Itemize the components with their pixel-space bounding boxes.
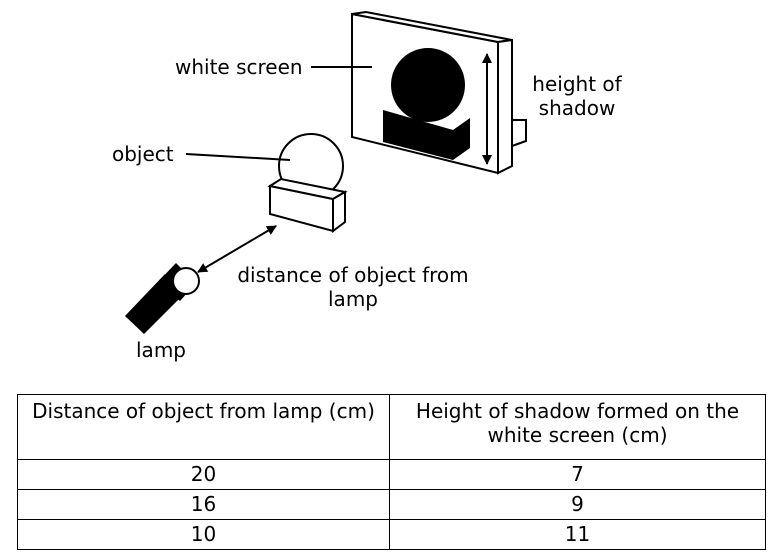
object-leader bbox=[185, 153, 291, 161]
results-table: Distance of object from lamp (cm) Height… bbox=[17, 394, 766, 550]
header-shadow-height: Height of shadow formed on the white scr… bbox=[389, 394, 766, 460]
table-row: 20 7 bbox=[17, 459, 766, 490]
height-of-shadow-line2: shadow bbox=[538, 96, 616, 120]
diagram-drawing bbox=[125, 10, 527, 334]
white-screen-label: white screen bbox=[175, 55, 303, 79]
lamp bbox=[125, 263, 200, 334]
cell-shadow-height: 7 bbox=[389, 459, 766, 490]
shadow bbox=[383, 48, 470, 160]
distance-label: distance of object from lamp bbox=[228, 263, 478, 311]
cell-distance: 10 bbox=[17, 519, 390, 550]
height-of-shadow-line1: height of bbox=[532, 72, 622, 96]
cell-distance: 20 bbox=[17, 459, 390, 490]
header-distance: Distance of object from lamp (cm) bbox=[17, 394, 390, 460]
object bbox=[267, 133, 348, 233]
distance-line2: lamp bbox=[328, 287, 378, 311]
object-label: object bbox=[112, 142, 174, 166]
distance-line1: distance of object from bbox=[237, 263, 469, 287]
table-header-row: Distance of object from lamp (cm) Height… bbox=[17, 394, 766, 460]
distance-arrow bbox=[197, 225, 277, 273]
lamp-label: lamp bbox=[136, 338, 186, 362]
cell-shadow-height: 11 bbox=[389, 519, 766, 550]
table-row: 10 11 bbox=[17, 519, 766, 550]
height-of-shadow-label: height of shadow bbox=[522, 72, 632, 120]
table-row: 16 9 bbox=[17, 489, 766, 520]
experiment-diagram: white screen object height of shadow dis… bbox=[112, 10, 632, 362]
cell-distance: 16 bbox=[17, 489, 390, 520]
cell-shadow-height: 9 bbox=[389, 489, 766, 520]
